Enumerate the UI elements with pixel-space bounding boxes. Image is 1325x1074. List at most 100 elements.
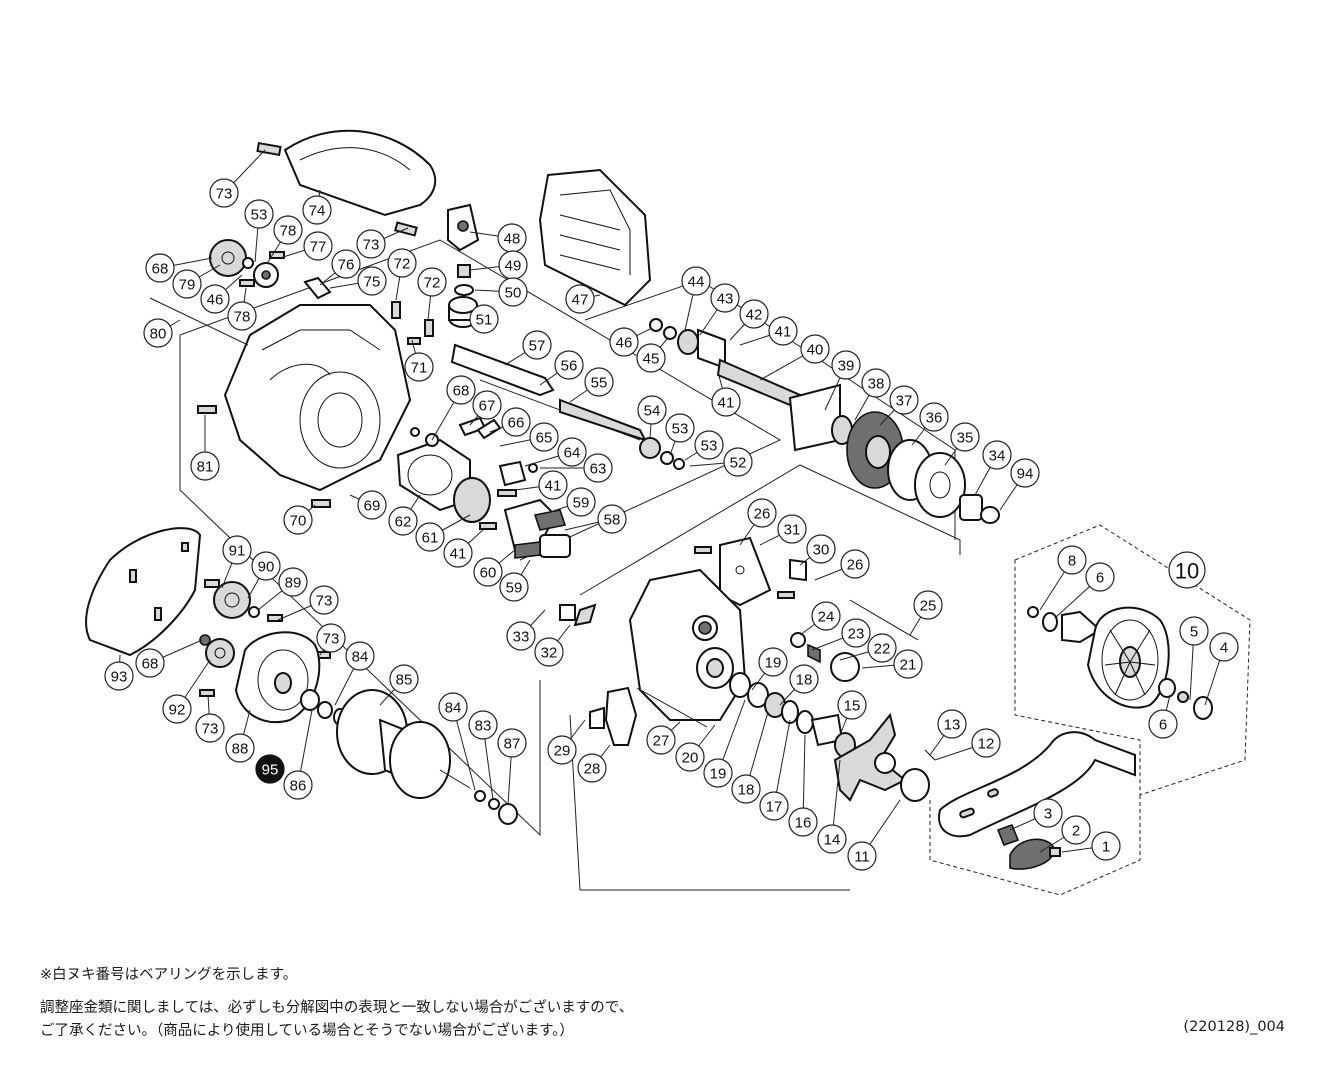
callout-part-78: 78 <box>227 287 257 331</box>
callout-circle <box>739 299 769 329</box>
parts-83-95-spool-side <box>85 527 518 825</box>
callout-circle <box>387 248 417 278</box>
callout-circle <box>345 641 375 671</box>
callout-number: 53 <box>251 207 268 224</box>
callout-part-51: 51 <box>469 304 499 334</box>
callout-part-19: 19 <box>751 647 788 691</box>
callout-part-75: 75 <box>329 266 387 296</box>
callout-part-31: 31 <box>759 514 807 546</box>
callout-part-17: 17 <box>759 719 791 821</box>
callout-number: 38 <box>868 376 885 393</box>
callout-number: 87 <box>504 736 521 753</box>
callout-circle <box>104 661 134 691</box>
callout-number: 73 <box>202 721 219 738</box>
callout-part-27: 27 <box>646 721 681 755</box>
callout-circle <box>694 430 724 460</box>
callout-part-89: 89 <box>257 567 308 611</box>
callout-circle <box>583 453 613 483</box>
callout-circle <box>404 352 434 382</box>
callout-circle <box>316 623 346 653</box>
callout-number: 19 <box>710 766 727 783</box>
callout-part-68: 68 <box>135 639 203 678</box>
callout-number: 17 <box>766 799 783 816</box>
callout-part-14: 14 <box>817 759 847 854</box>
callout-part-15: 15 <box>837 690 867 736</box>
callout-circle <box>195 713 225 743</box>
callout-circle <box>472 390 502 420</box>
svg-text:10: 10 <box>1175 559 1199 584</box>
callout-number: 23 <box>848 626 865 643</box>
callout-number: 32 <box>541 645 558 662</box>
callout-number: 51 <box>476 312 493 329</box>
callout-circle <box>847 841 877 871</box>
callout-part-12: 12 <box>934 728 1001 761</box>
callout-circle <box>283 770 313 800</box>
group-label-10: 10 <box>1168 551 1206 589</box>
callout-circle <box>469 304 499 334</box>
callout-number: 41 <box>718 395 735 412</box>
callout-part-59: 59 <box>549 487 596 517</box>
callout-number: 86 <box>290 778 307 795</box>
callout-circle <box>1057 545 1087 575</box>
callout-number: 22 <box>874 641 891 658</box>
callout-circle <box>681 266 711 296</box>
callout-number: 16 <box>795 815 812 832</box>
callout-circle <box>309 585 339 615</box>
callout-circle <box>837 690 867 720</box>
parts-55-57-shafts <box>450 343 685 470</box>
callout-circle <box>806 534 836 564</box>
callout-part-78: 78 <box>267 215 303 263</box>
callout-part-29: 29 <box>547 719 586 765</box>
callout-number: 66 <box>508 415 525 432</box>
callout-circle <box>1033 798 1063 828</box>
callout-circle <box>889 385 919 415</box>
parts-11-33-right-plate <box>559 536 936 802</box>
callout-number: 45 <box>643 351 660 368</box>
callout-number: 53 <box>701 438 718 455</box>
callout-part-56: 56 <box>539 350 584 386</box>
callout-number: 74 <box>309 203 326 220</box>
callout-part-53: 53 <box>684 430 724 461</box>
callout-part-88: 88 <box>225 709 255 763</box>
callout-part-54: 54 <box>637 395 667 439</box>
callout-part-60: 60 <box>473 549 516 587</box>
callout-part-67: 67 <box>469 390 502 426</box>
callout-circle <box>919 402 949 432</box>
callout-circle <box>244 199 274 229</box>
callout-number: 73 <box>316 593 333 610</box>
callout-number: 12 <box>978 736 995 753</box>
callout-part-59: 59 <box>499 559 531 602</box>
callout-part-72: 72 <box>417 267 447 321</box>
callout-part-65: 65 <box>499 422 559 452</box>
callout-number: 46 <box>616 335 633 352</box>
callout-circle <box>646 725 676 755</box>
callout-part-18: 18 <box>779 664 819 706</box>
callout-number: 36 <box>926 410 943 427</box>
callout-circle <box>861 368 891 398</box>
callout-part-2: 2 <box>1039 815 1091 853</box>
callout-circle <box>443 538 473 568</box>
callout-part-62: 62 <box>388 494 421 536</box>
callout-circle <box>789 664 819 694</box>
callout-circle <box>811 601 841 631</box>
callout-circle <box>251 551 281 581</box>
callout-circle <box>557 437 587 467</box>
callout-number: 44 <box>688 274 705 291</box>
parts-4-8-handle-knob <box>1027 606 1213 720</box>
callout-part-41: 41 <box>739 316 798 346</box>
callout-number: 79 <box>179 277 196 294</box>
callout-circle <box>499 572 529 602</box>
callout-part-77: 77 <box>279 231 333 261</box>
callout-circle <box>388 506 418 536</box>
callout-circle <box>190 451 220 481</box>
callout-circle <box>200 284 230 314</box>
callout-part-44: 44 <box>681 266 711 331</box>
callout-number: 71 <box>411 360 428 377</box>
callout-circle <box>637 395 667 425</box>
callout-circle <box>498 277 528 307</box>
callout-part-71: 71 <box>404 339 434 382</box>
callout-part-25: 25 <box>909 590 943 636</box>
callout-part-26: 26 <box>739 498 777 546</box>
callout-number: 40 <box>807 342 824 359</box>
callout-number: 30 <box>813 542 830 559</box>
